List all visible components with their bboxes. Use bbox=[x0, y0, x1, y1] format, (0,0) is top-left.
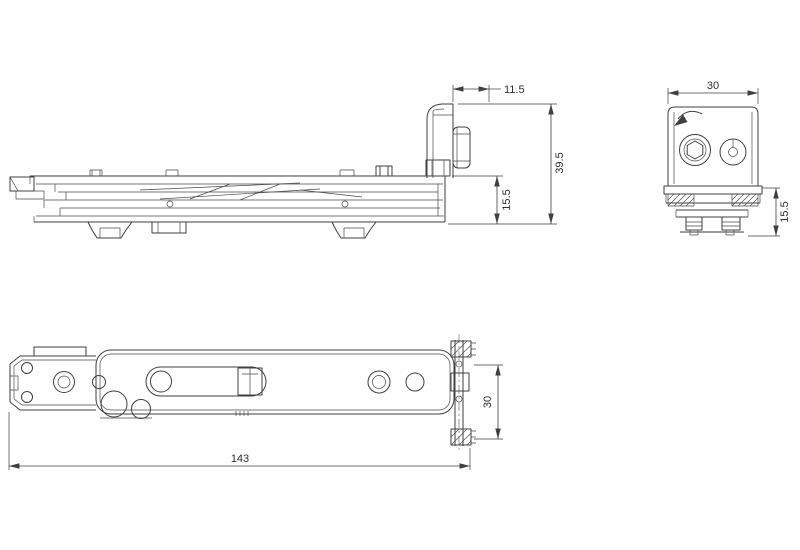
dimension-label-width: 30 bbox=[707, 80, 719, 92]
linkage-lines bbox=[139, 182, 363, 208]
plan-view: 143 30 bbox=[8, 334, 503, 470]
end-cap-assembly bbox=[450, 334, 476, 452]
housing-body bbox=[667, 106, 759, 186]
roller-wheel bbox=[131, 399, 151, 419]
roller-wheels bbox=[100, 390, 152, 419]
dimension-label-end-cap-height: 30 bbox=[482, 396, 494, 408]
hinge-pin-hole bbox=[92, 375, 106, 389]
hatch-right bbox=[731, 193, 759, 207]
pivot-rivet bbox=[166, 200, 174, 208]
end-cap-rivet bbox=[455, 360, 463, 368]
plan-view-dimensions: 143 30 bbox=[8, 364, 503, 470]
end-cap-connector bbox=[450, 372, 470, 392]
rivets bbox=[89, 165, 393, 176]
end-view: 30 15.5 bbox=[663, 80, 791, 237]
left-bracket bbox=[9, 346, 106, 411]
dimension-label-overall-length: 143 bbox=[231, 453, 249, 465]
hex-socket-icon bbox=[686, 140, 704, 160]
serrated-feet bbox=[680, 216, 744, 236]
pivot-hole bbox=[367, 370, 391, 394]
end-cap-rivet bbox=[455, 395, 463, 403]
fixing-hole bbox=[21, 391, 33, 403]
left-clip bbox=[9, 176, 45, 200]
roller-wheel bbox=[100, 390, 128, 418]
dimension-label-overall-height: 39.5 bbox=[554, 152, 566, 173]
pivot-bush-bore bbox=[57, 375, 71, 389]
pivot-rivet bbox=[341, 200, 349, 208]
dimension-label-stack-height: 15.5 bbox=[501, 189, 513, 210]
body-outline bbox=[95, 349, 455, 415]
side-view-dimensions: 11.5 39.5 15.5 bbox=[448, 84, 566, 225]
slot-end-hole bbox=[150, 370, 172, 393]
pivot-holes bbox=[367, 370, 425, 394]
adjustment-slot bbox=[145, 366, 267, 397]
mounting-feet bbox=[87, 221, 377, 239]
end-cap-top-block bbox=[450, 340, 476, 358]
mounting-foot bbox=[151, 221, 187, 234]
pivot-hole bbox=[405, 372, 425, 392]
arm-base-block bbox=[425, 159, 451, 177]
rotation-arrow-icon bbox=[674, 110, 703, 126]
dimension-label-clamp-height: 15.5 bbox=[779, 201, 791, 222]
mounting-foot bbox=[331, 221, 377, 239]
corner-bracket-arm bbox=[425, 103, 454, 178]
pivot-bush bbox=[53, 371, 75, 393]
fixing-hole bbox=[21, 362, 33, 374]
dimension-label-arm-offset: 11.5 bbox=[504, 84, 525, 96]
serration-ticks bbox=[235, 411, 249, 416]
plate-stack bbox=[29, 175, 446, 223]
side-view: 11.5 39.5 15.5 bbox=[9, 84, 566, 239]
hatch-left bbox=[667, 193, 695, 207]
pivot-hole-bore bbox=[372, 375, 386, 389]
end-cap-bottom-block bbox=[450, 428, 476, 446]
hex-socket-screw bbox=[679, 134, 711, 166]
arm-roller bbox=[452, 126, 471, 169]
end-view-dimensions: 30 15.5 bbox=[667, 80, 791, 237]
cam-adjuster bbox=[719, 138, 747, 166]
clamp-section bbox=[663, 185, 763, 236]
mounting-foot bbox=[87, 221, 133, 239]
